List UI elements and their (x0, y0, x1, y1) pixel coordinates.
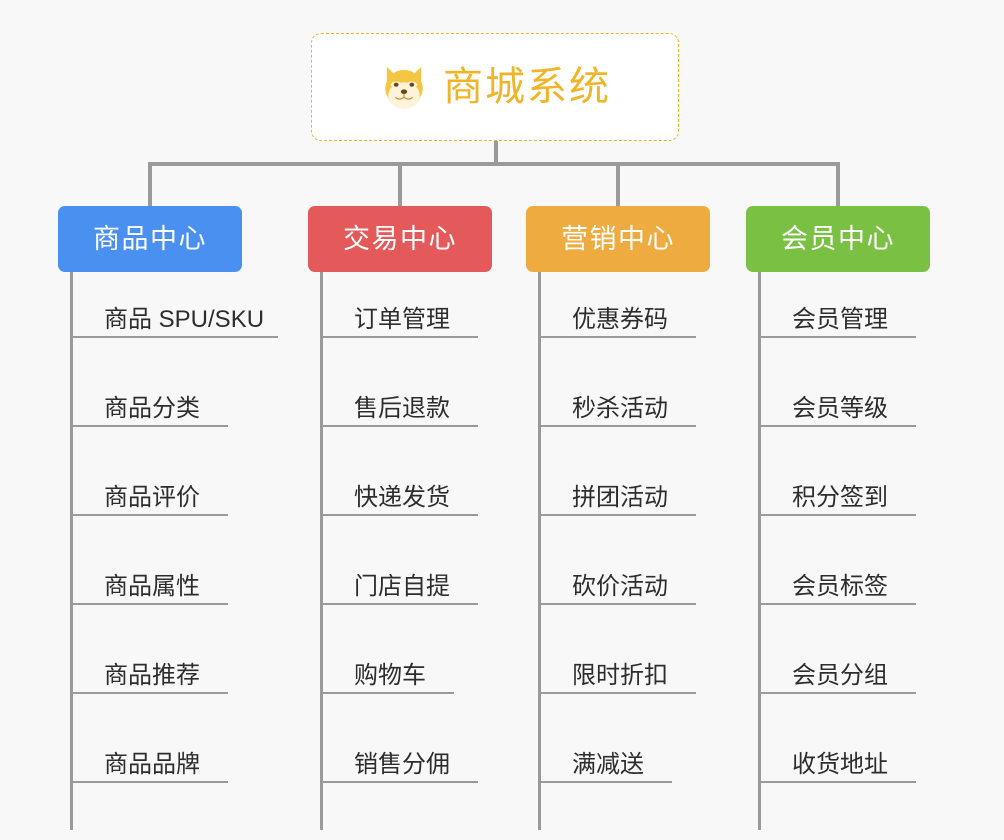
list-item[interactable]: 会员标签 (758, 539, 916, 605)
list-item-label: 商品 SPU/SKU (104, 305, 265, 333)
connector-drop-3 (616, 162, 620, 206)
list-item[interactable]: 快递发货 (320, 450, 478, 516)
list-item-label: 商品品牌 (104, 750, 200, 778)
list-item[interactable]: 商品属性 (70, 539, 228, 605)
connector-drop-1 (148, 162, 152, 206)
connector-root-stem (494, 141, 498, 165)
list-item-label: 商品属性 (104, 572, 200, 600)
list-item-label: 砍价活动 (572, 572, 668, 600)
list-item-label: 会员管理 (792, 305, 888, 333)
connector-drop-2 (398, 162, 402, 206)
list-item-label: 会员等级 (792, 394, 888, 422)
list-item-label: 优惠券码 (572, 305, 668, 333)
category-label-4: 会员中心 (781, 223, 895, 254)
root-title: 商城系统 (443, 65, 611, 109)
shiba-inu-dog-icon (385, 66, 423, 109)
list-item[interactable]: 积分签到 (758, 450, 916, 516)
list-item-label: 满减送 (572, 750, 644, 778)
column-spine-3 (538, 272, 541, 830)
list-item-label: 商品推荐 (104, 661, 200, 689)
column-spine-1 (70, 272, 73, 830)
list-item[interactable]: 商品品牌 (70, 717, 228, 783)
category-label-1: 商品中心 (93, 223, 207, 254)
list-item[interactable]: 商品评价 (70, 450, 228, 516)
list-item-label: 商品分类 (104, 394, 200, 422)
category-box-3[interactable]: 营销中心 (526, 206, 710, 272)
list-item[interactable]: 商品推荐 (70, 628, 228, 694)
list-item[interactable]: 会员管理 (758, 272, 916, 338)
column-spine-4 (758, 272, 761, 830)
connector-horizontal-bar (148, 162, 840, 166)
list-item[interactable]: 会员分组 (758, 628, 916, 694)
category-box-1[interactable]: 商品中心 (58, 206, 242, 272)
list-item[interactable]: 门店自提 (320, 539, 478, 605)
list-item[interactable]: 收货地址 (758, 717, 916, 783)
category-box-2[interactable]: 交易中心 (308, 206, 492, 272)
list-item-label: 会员标签 (792, 572, 888, 600)
list-item[interactable]: 限时折扣 (538, 628, 696, 694)
list-item-label: 积分签到 (792, 483, 888, 511)
connector-drop-4 (836, 162, 840, 206)
list-item[interactable]: 商品 SPU/SKU (70, 272, 278, 338)
list-item-label: 购物车 (354, 661, 426, 689)
list-item-label: 门店自提 (354, 572, 450, 600)
list-item[interactable]: 满减送 (538, 717, 672, 783)
list-item[interactable]: 购物车 (320, 628, 454, 694)
category-box-4[interactable]: 会员中心 (746, 206, 930, 272)
category-label-2: 交易中心 (343, 223, 457, 254)
list-item[interactable]: 拼团活动 (538, 450, 696, 516)
list-item[interactable]: 售后退款 (320, 361, 478, 427)
list-item-label: 秒杀活动 (572, 394, 668, 422)
column-spine-2 (320, 272, 323, 830)
list-item-label: 会员分组 (792, 661, 888, 689)
list-item[interactable]: 优惠券码 (538, 272, 696, 338)
list-item[interactable]: 会员等级 (758, 361, 916, 427)
list-item[interactable]: 秒杀活动 (538, 361, 696, 427)
list-item[interactable]: 销售分佣 (320, 717, 478, 783)
list-item[interactable]: 商品分类 (70, 361, 228, 427)
list-item-label: 拼团活动 (572, 483, 668, 511)
list-item[interactable]: 订单管理 (320, 272, 478, 338)
category-label-3: 营销中心 (561, 223, 675, 254)
list-item-label: 快递发货 (354, 483, 450, 511)
list-item-label: 商品评价 (104, 483, 200, 511)
list-item[interactable]: 砍价活动 (538, 539, 696, 605)
list-item-label: 售后退款 (354, 394, 450, 422)
list-item-label: 限时折扣 (572, 661, 668, 689)
list-item-label: 销售分佣 (354, 750, 450, 778)
list-item-label: 订单管理 (354, 305, 450, 333)
list-item-label: 收货地址 (792, 750, 888, 778)
root-node-mall-system[interactable]: 商城系统 (311, 33, 679, 141)
